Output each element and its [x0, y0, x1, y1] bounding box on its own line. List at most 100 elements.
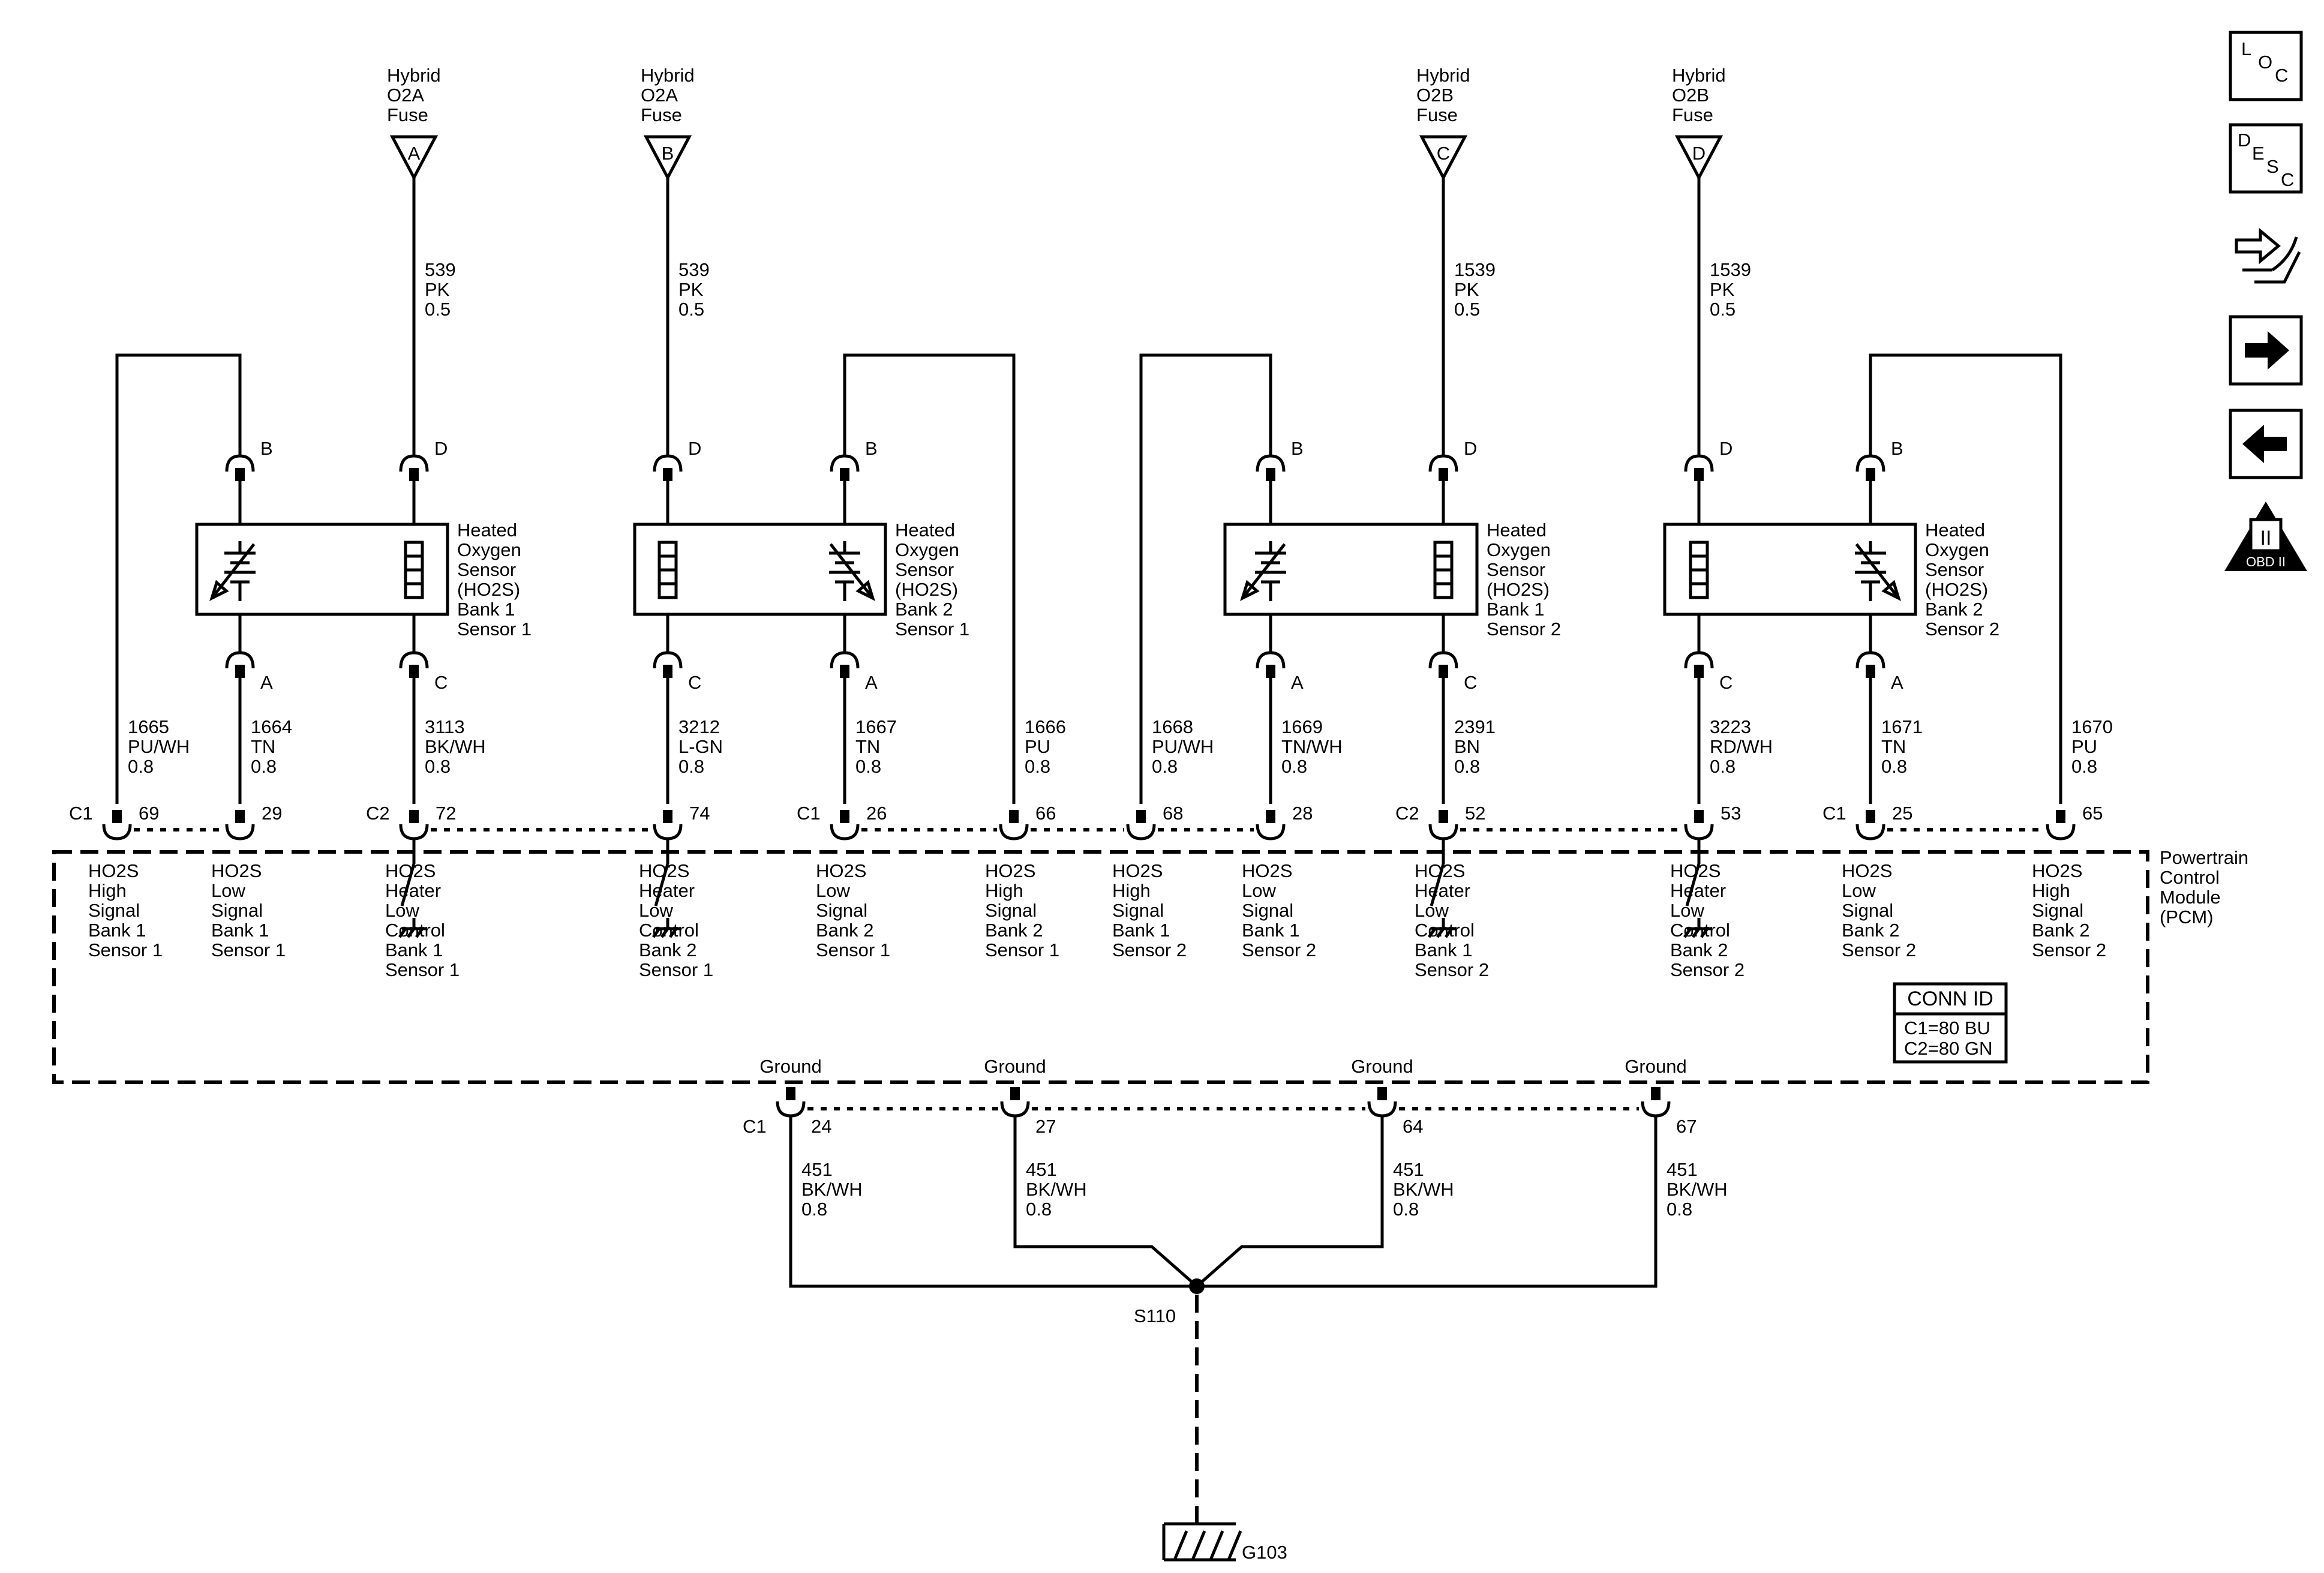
pcm-wire-label: TN — [251, 736, 275, 757]
sensor-label: Sensor 2 — [1487, 619, 1561, 640]
pcm-circuit-label: HO2S — [211, 860, 262, 881]
terminal-pin — [235, 665, 245, 678]
terminal-pin — [663, 468, 672, 481]
sensor-top-pin-letter: D — [688, 438, 701, 459]
high-signal-loop — [1139, 353, 1272, 804]
heater-switch — [1430, 863, 1445, 906]
fuse-wire-label: 1539 — [1710, 259, 1751, 280]
pcm-pin-number: 29 — [262, 803, 282, 824]
sensor-label: Sensor — [1487, 559, 1545, 580]
pcm-pin-number: 28 — [1292, 803, 1313, 824]
ground-wire-label: BK/WH — [801, 1179, 863, 1200]
pcm-circuit-label: Sensor 1 — [985, 939, 1059, 960]
ground-pin-number: 67 — [1676, 1116, 1697, 1137]
fuse-label: Fuse — [641, 104, 682, 125]
fuse-wire-label: 539 — [678, 259, 710, 280]
pcm-circuit-label: HO2S — [2032, 860, 2082, 881]
next-arrow-icon[interactable] — [2229, 315, 2303, 386]
desc-icon[interactable] — [2229, 123, 2303, 194]
conn-id-row: C2=80 GN — [1904, 1038, 1992, 1059]
terminal-pin — [1866, 468, 1875, 481]
pcm-pin — [1136, 810, 1146, 823]
pcm-circuit-label: Bank 1 — [1112, 920, 1170, 941]
loc-icon-letter: L — [2241, 38, 2251, 59]
fuse-letter: B — [662, 143, 674, 164]
fuse-label: O2A — [387, 85, 424, 106]
pcm-circuit-label: Sensor 1 — [211, 939, 286, 960]
desc-icon-letter: C — [2281, 169, 2294, 190]
pcm-pin — [663, 810, 672, 823]
sensor-label: Sensor — [1925, 559, 1984, 580]
fuse-label: Hybrid — [1416, 65, 1470, 86]
sensor-label: Oxygen — [1487, 539, 1551, 560]
pcm-pin-number: 53 — [1721, 803, 1741, 824]
pcm-pin-number: 68 — [1163, 803, 1183, 824]
loc-icon-letter: O — [2258, 52, 2272, 73]
pcm-circuit-label: Bank 2 — [985, 920, 1043, 941]
connector-tool-icon — [2235, 227, 2281, 265]
obd-ii-roman: II — [2260, 527, 2272, 550]
ground-hatch — [1700, 927, 1709, 938]
pcm-circuit-label: HO2S — [1242, 860, 1292, 881]
high-signal-loop — [115, 353, 242, 804]
pcm-terminal — [830, 824, 860, 840]
pcm-circuit-label: Signal — [1112, 900, 1164, 921]
fuse-label: Hybrid — [387, 65, 441, 86]
connector-id-label: C1 — [743, 1116, 767, 1137]
ground-wire-label: 0.8 — [1393, 1199, 1419, 1220]
terminal-pin — [1439, 468, 1448, 481]
ground-label: Ground — [1351, 1056, 1413, 1077]
pcm-circuit-label: Sensor 2 — [1112, 939, 1187, 960]
pcm-circuit-label: Bank 1 — [1415, 939, 1473, 960]
pcm-circuit-label: Sensor 1 — [639, 959, 713, 980]
desc-icon-letter: E — [2252, 143, 2265, 164]
pcm-pin-number: 69 — [139, 803, 159, 824]
pcm-circuit-label: High — [2032, 880, 2070, 901]
pcm-wire-label: PU — [2071, 736, 2097, 757]
fuse-wire-label: 0.5 — [1454, 299, 1480, 320]
pcm-circuit-label: Bank 2 — [1670, 939, 1728, 960]
ground-terminal — [1367, 1101, 1397, 1118]
fuse-letter: C — [1437, 143, 1450, 164]
pcm-circuit-label: High — [88, 880, 127, 901]
terminal-pin — [1266, 468, 1275, 481]
loc-icon[interactable] — [2229, 31, 2303, 101]
high-signal-loop — [843, 353, 1016, 804]
pcm-pin-number: 66 — [1035, 803, 1056, 824]
sensor-bottom-pin-letter: A — [1891, 672, 1903, 693]
ground-pin — [1377, 1087, 1387, 1100]
pcm-circuit-label: Sensor 1 — [88, 939, 163, 960]
ground-hatch — [1191, 1530, 1206, 1560]
pcm-wire-label: 1664 — [251, 716, 292, 737]
sensor-label: (HO2S) — [1487, 579, 1550, 600]
splice-label: S110 — [1134, 1305, 1176, 1326]
pcm-wire-label: TN — [855, 736, 880, 757]
pcm-pin-number: 72 — [436, 803, 456, 824]
fuse-wire-label: 0.5 — [425, 299, 451, 320]
obd-ii-caption: OBD II — [2246, 554, 2286, 569]
ground-hatch — [415, 927, 424, 938]
pcm-circuit-label: Low — [1842, 880, 1876, 901]
pcm-pin-number: 25 — [1892, 803, 1912, 824]
pcm-circuit-label: Bank 2 — [816, 920, 874, 941]
ground-hatch — [1444, 927, 1454, 938]
pcm-title: (PCM) — [2160, 906, 2214, 927]
sensor-label: Sensor 1 — [457, 619, 532, 640]
sensor-label: (HO2S) — [895, 579, 958, 600]
sensor-arrow-head — [1240, 580, 1260, 601]
connector-id-label: C2 — [366, 803, 390, 824]
sensor-label: Oxygen — [457, 539, 521, 560]
pcm-wire-label: BN — [1454, 736, 1480, 757]
conn-id-title: CONN ID — [1907, 987, 1993, 1010]
pcm-circuit-label: Sensor 1 — [816, 939, 890, 960]
pcm-circuit-label: Heater — [639, 880, 695, 901]
pcm-circuit-label: Bank 1 — [385, 939, 443, 960]
fuse-triangle — [1419, 135, 1468, 181]
previous-arrow-icon[interactable] — [2229, 409, 2303, 479]
pcm-circuit-label: Sensor 2 — [1842, 939, 1916, 960]
fuse-triangle — [643, 135, 692, 181]
sensor-label: Sensor 2 — [1925, 619, 1999, 640]
pcm-wire-label: 3223 — [1710, 716, 1751, 737]
sensor-label: Bank 1 — [457, 599, 515, 620]
ground-wire-label: 0.8 — [1667, 1199, 1692, 1220]
